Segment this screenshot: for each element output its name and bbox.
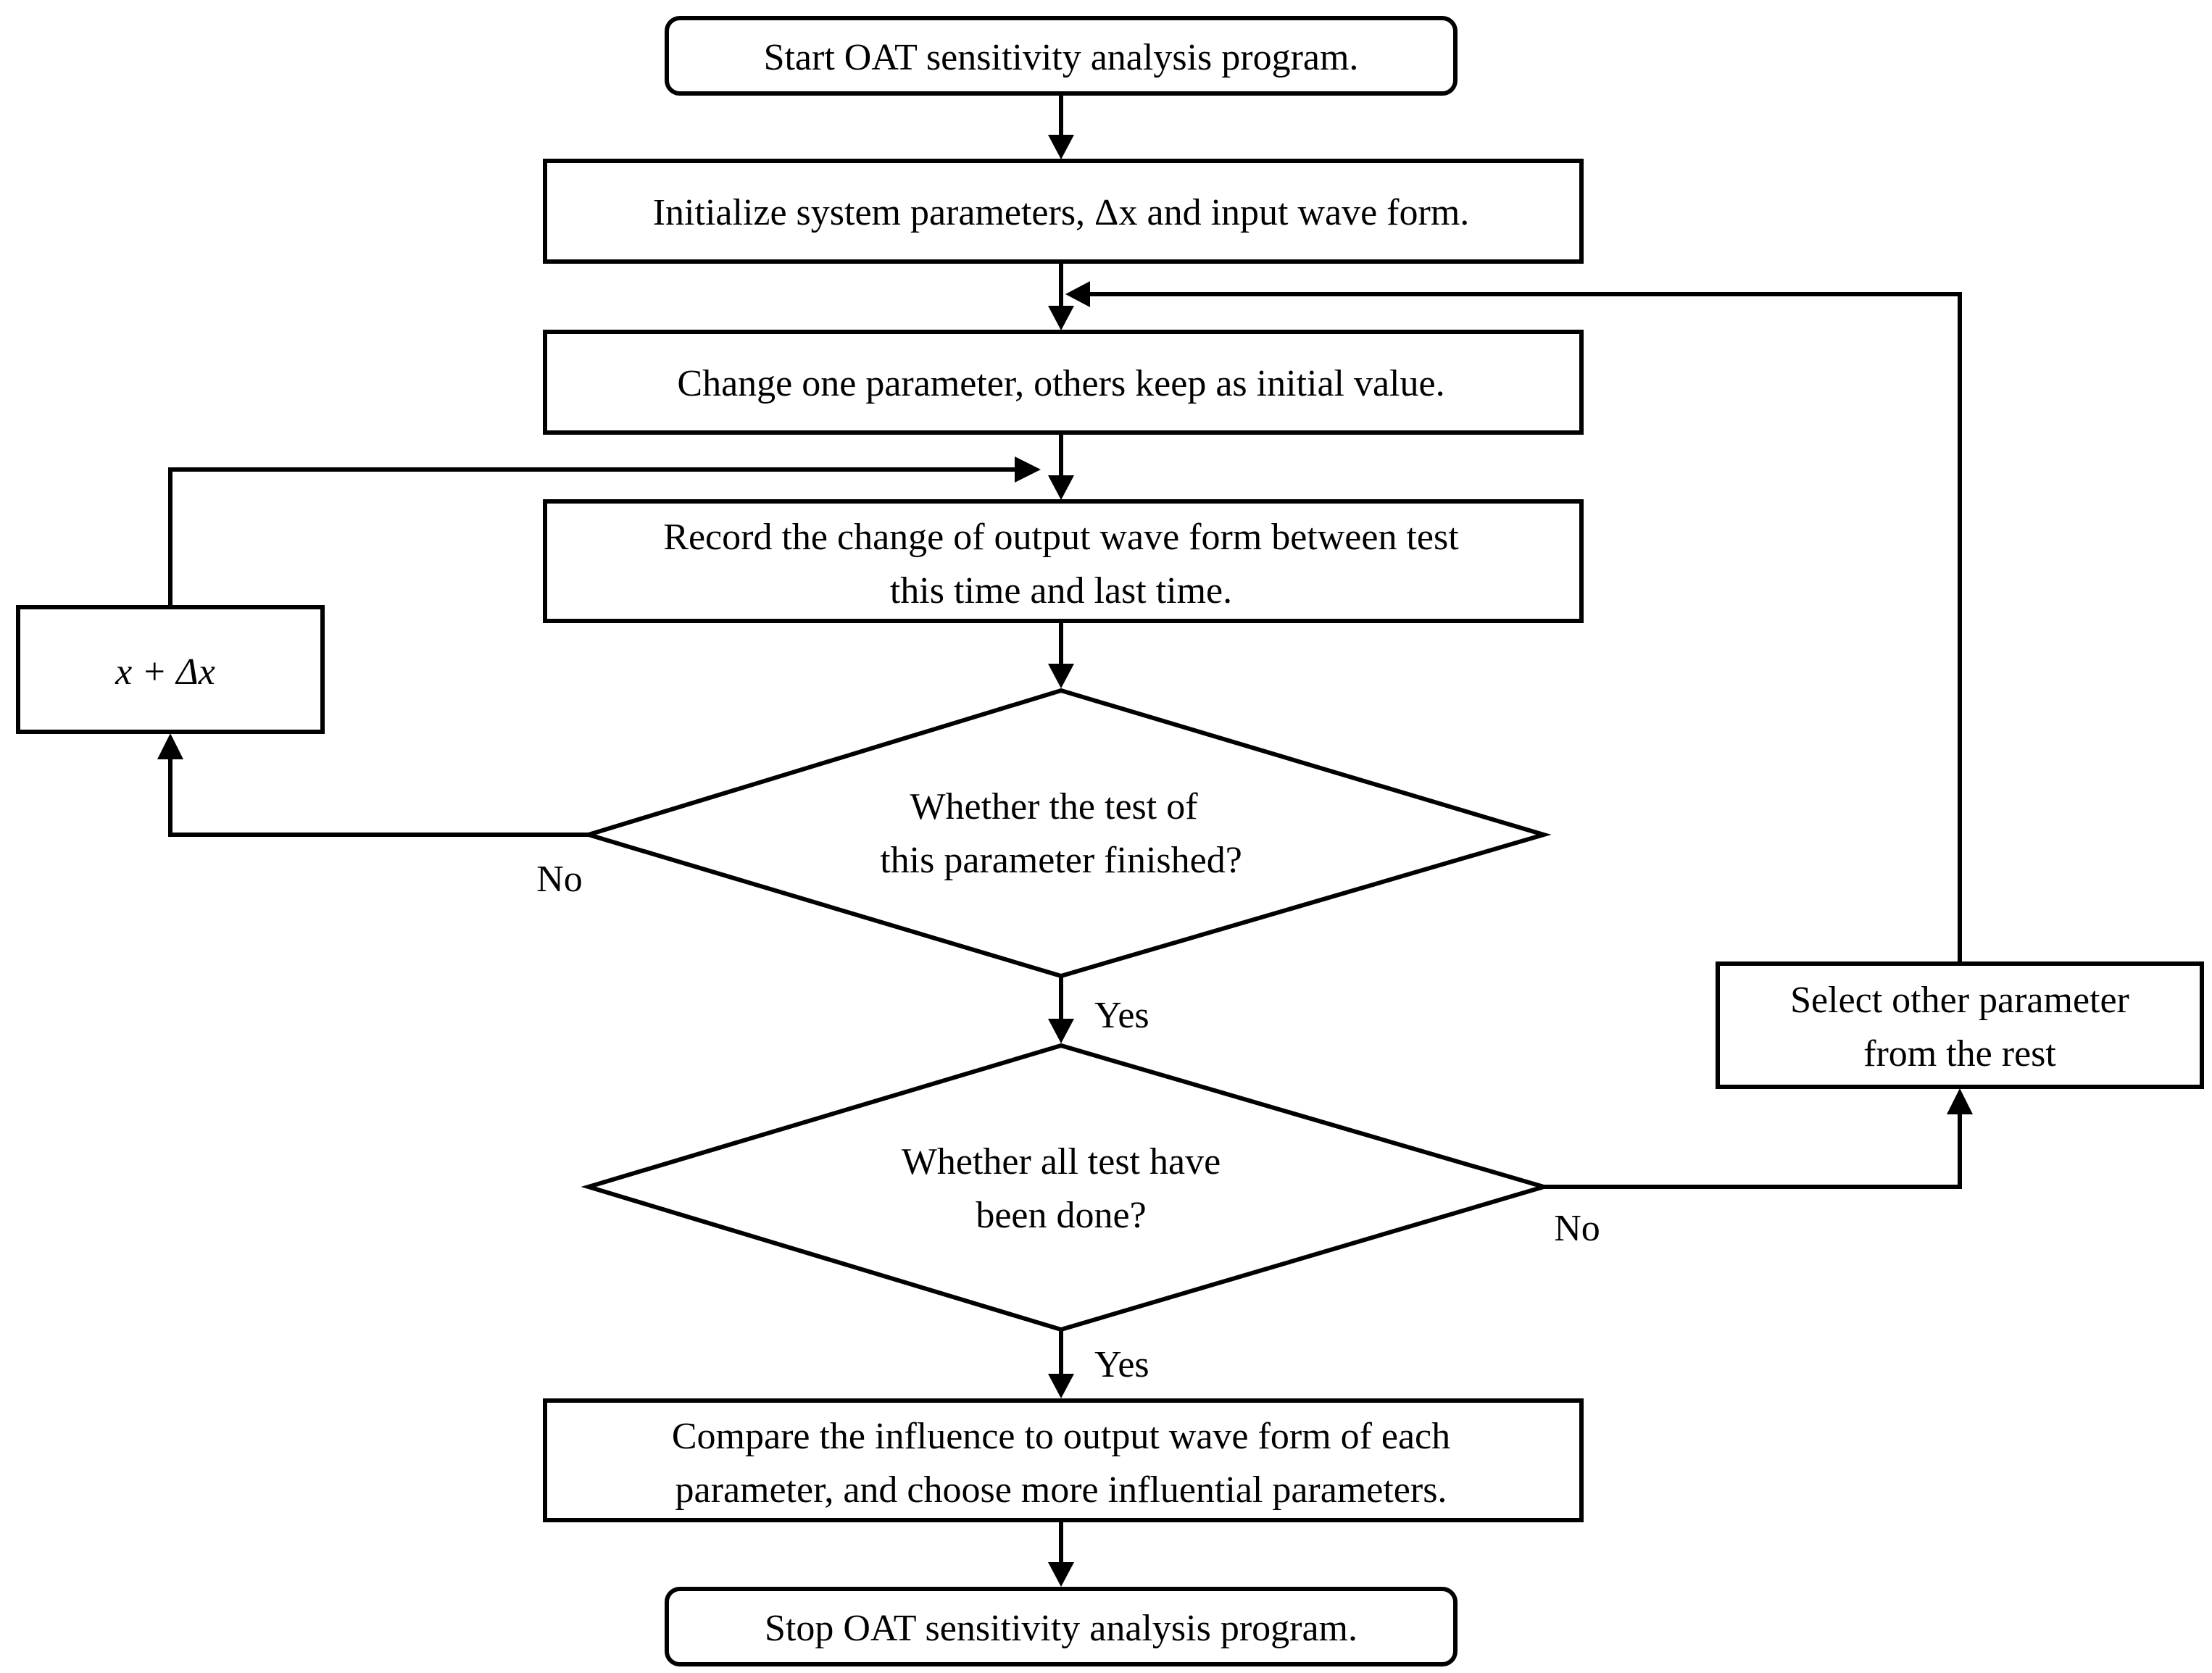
select-label-line1: Select other parameter (1790, 980, 2129, 1021)
arrow-change-to-record (1048, 433, 1074, 500)
increment-node: x + Δx (16, 605, 325, 734)
arrow-compare-to-stop (1048, 1520, 1074, 1587)
decision2-no-label: No (1554, 1208, 1600, 1249)
compare-node: Compare the influence to output wave for… (543, 1398, 1584, 1522)
arrow-init-to-change (1048, 262, 1074, 330)
record-node: Record the change of output wave form be… (543, 499, 1584, 623)
select-label-line2: from the rest (1863, 1033, 2056, 1075)
increment-label: x + Δx (115, 651, 215, 693)
record-label-line2: this time and last time. (890, 570, 1232, 612)
stop-label: Stop OAT sensitivity analysis program. (765, 1608, 1357, 1649)
start-node: Start OAT sensitivity analysis program. (665, 16, 1458, 96)
arrow-decision1-no-to-increment (157, 733, 589, 837)
start-label: Start OAT sensitivity analysis program. (764, 37, 1359, 78)
init-process-shape (543, 159, 1584, 264)
init-node: Initialize system parameters, Δx and inp… (543, 159, 1584, 264)
increment-process-shape (16, 605, 325, 734)
change-node: Change one parameter, others keep as ini… (543, 330, 1584, 435)
record-label-line1: Record the change of output wave form be… (663, 517, 1459, 558)
init-label: Initialize system parameters, Δx and inp… (653, 192, 1470, 233)
arrow-select-loop-to-change (1065, 281, 1962, 964)
change-label: Change one parameter, others keep as ini… (677, 363, 1444, 404)
compare-label-line2: parameter, and choose more influential p… (675, 1469, 1447, 1511)
arrow-decision2-yes-to-compare (1048, 1330, 1074, 1398)
select-node: Select other parameter from the rest (1716, 961, 2204, 1089)
decision1-diamond-shape (581, 688, 1552, 979)
arrow-decision2-no-to-select (1544, 1088, 1973, 1189)
arrow-start-to-init (1048, 93, 1074, 159)
compare-label-line1: Compare the influence to output wave for… (672, 1416, 1450, 1457)
stop-node: Stop OAT sensitivity analysis program. (665, 1587, 1458, 1666)
change-process-shape (543, 330, 1584, 435)
decision2-yes-label: Yes (1094, 1344, 1149, 1385)
arrow-record-to-decision1 (1048, 621, 1074, 688)
arrow-increment-loop-to-record (168, 456, 1041, 607)
decision-all-done: Whether all test have been done? (581, 1043, 1552, 1332)
decision1-label-line2: this parameter finished? (880, 840, 1242, 881)
stop-terminal-shape (665, 1587, 1458, 1666)
record-process-shape (543, 499, 1584, 623)
decision2-diamond-shape (581, 1043, 1552, 1332)
decision1-no-label: No (536, 859, 583, 900)
decision1-yes-label: Yes (1094, 995, 1149, 1036)
decision2-label-line2: been done? (976, 1195, 1146, 1236)
select-process-shape (1716, 961, 2204, 1089)
arrow-decision1-yes-to-decision2 (1048, 976, 1074, 1043)
decision-test-finished: Whether the test of this parameter finis… (581, 688, 1552, 979)
decision1-label-line1: Whether the test of (910, 786, 1198, 827)
decision2-label-line1: Whether all test have (902, 1141, 1221, 1182)
